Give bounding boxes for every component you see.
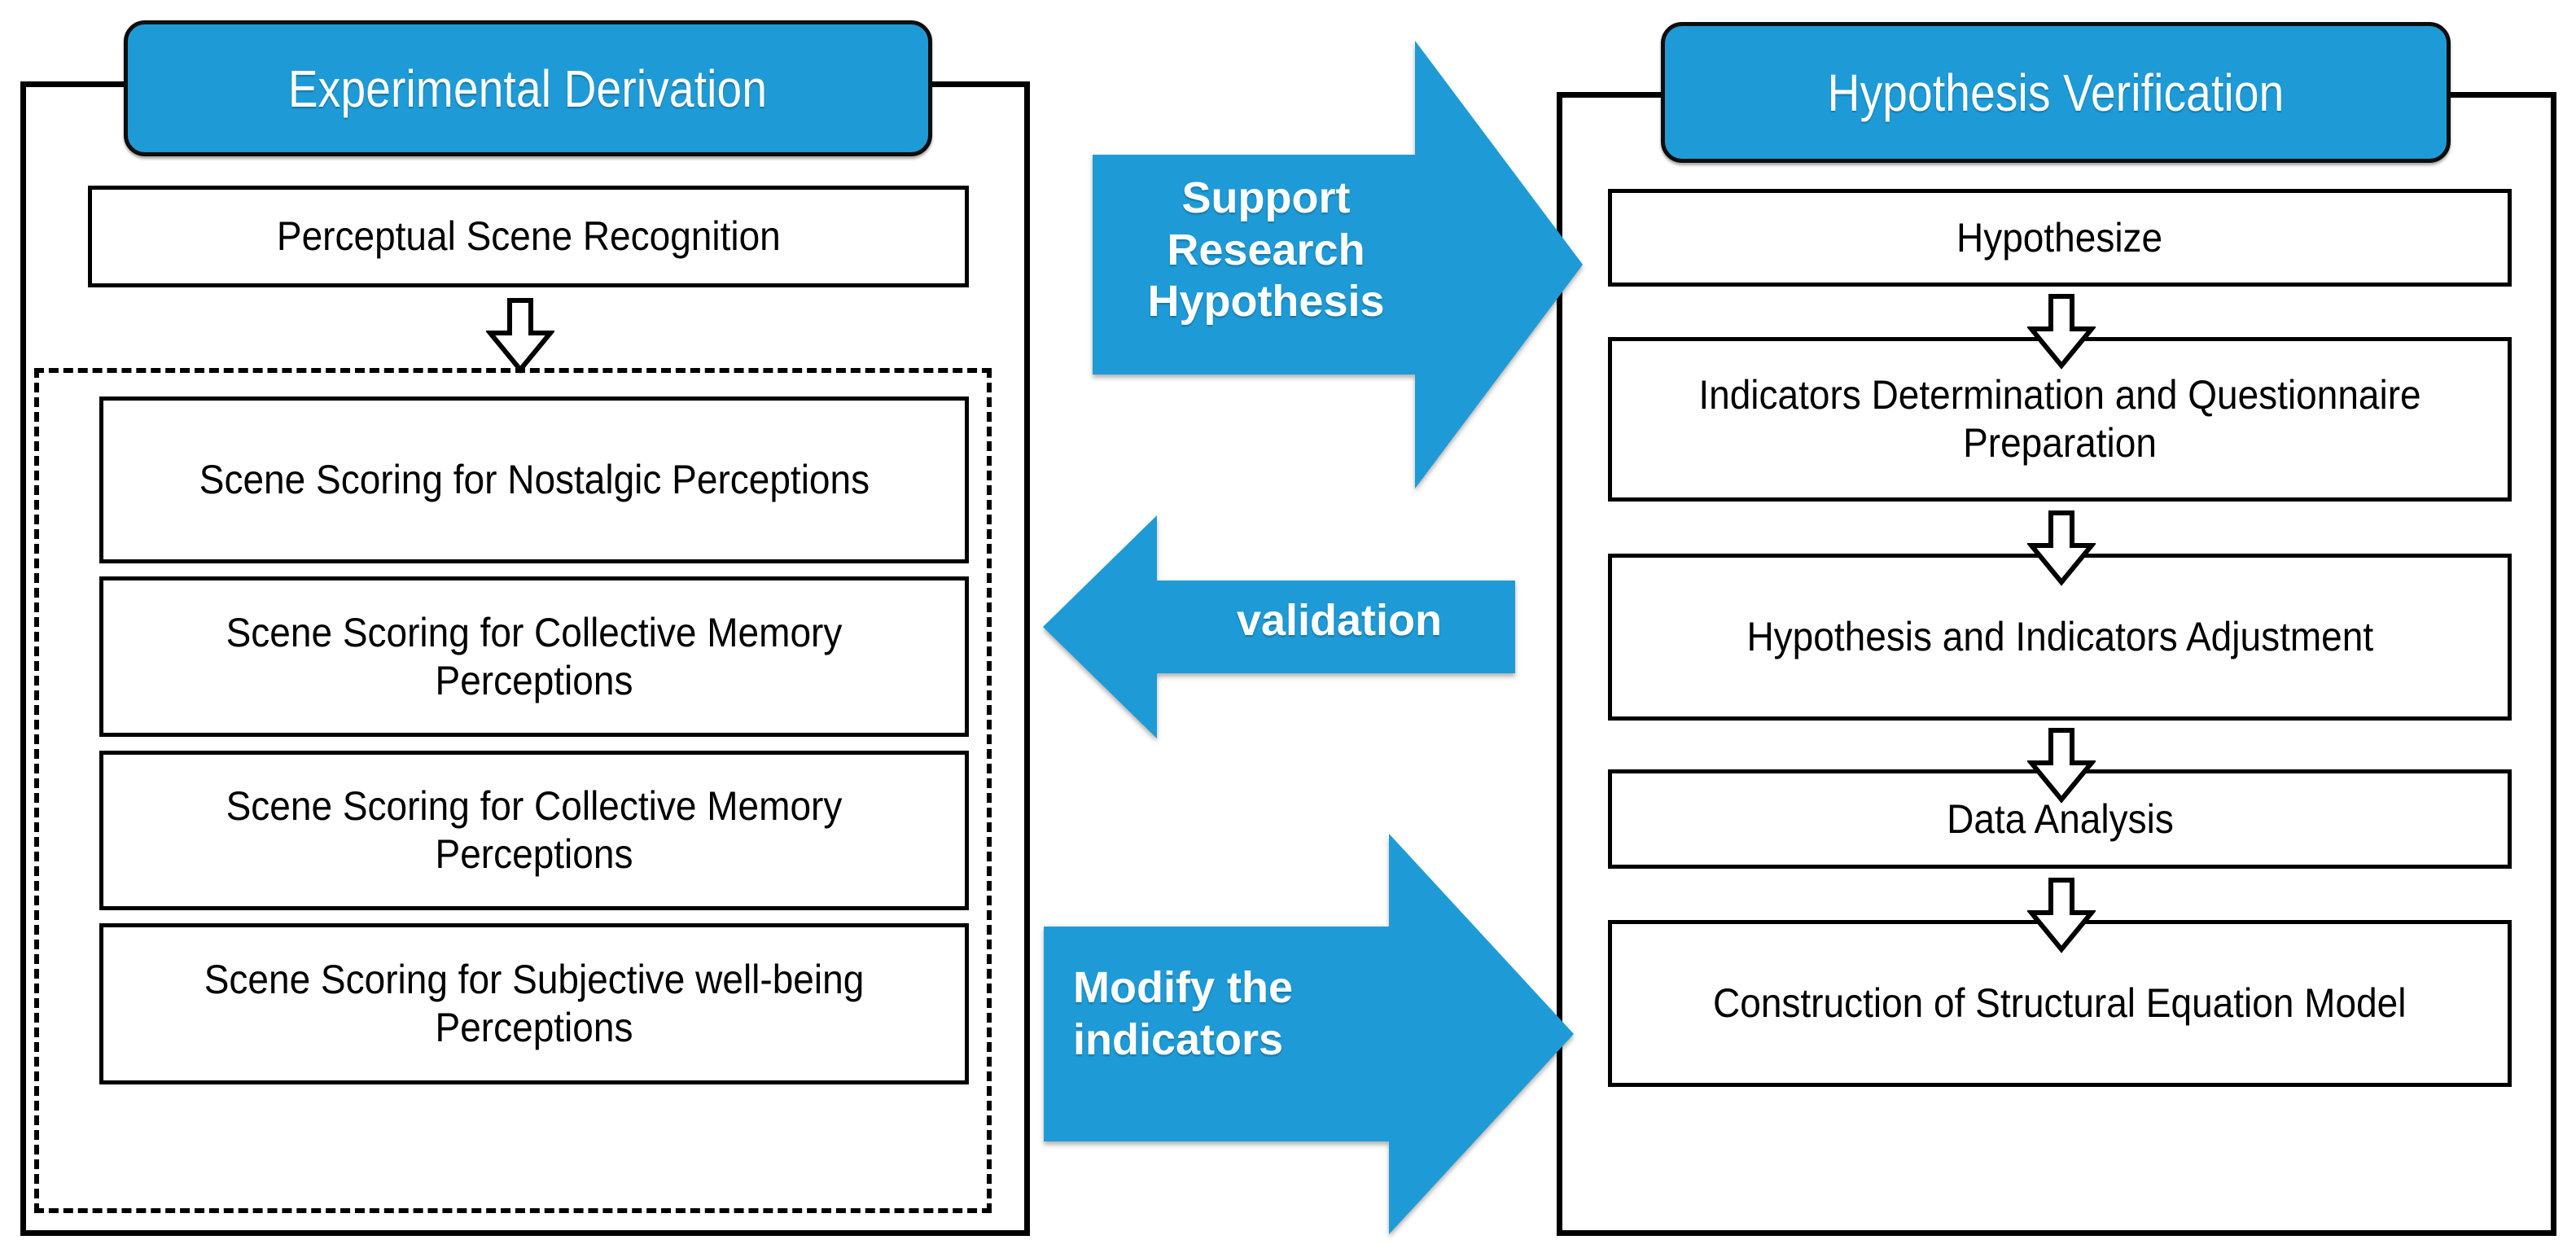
right-step-1-label: Indicators Determination and Questionnai…: [1698, 372, 2421, 466]
down-arrow-outline-icon: [2027, 293, 2096, 370]
connector-modify-the-indicators: Modify the indicators: [1040, 830, 1578, 1238]
scene-scoring-group-dashed-box: [34, 368, 992, 1213]
right-panel-title: Hypothesis Verification: [1827, 63, 2285, 122]
connector-support-label: Support Research Hypothesis: [1147, 173, 1385, 326]
left-step-3-label: Scene Scoring for Collective Memory Perc…: [226, 783, 843, 877]
connector-validation-label: validation: [1236, 596, 1443, 645]
right-step-4-label: Construction of Structural Equation Mode…: [1713, 980, 2407, 1026]
block-arrow-right-icon: [1093, 41, 1583, 488]
down-arrow-outline-icon: [2027, 510, 2096, 586]
left-step-4-label: Scene Scoring for Subjective well-being …: [204, 957, 865, 1050]
left-panel-title: Experimental Derivation: [288, 59, 768, 118]
left-step-perceptual-scene-recognition[interactable]: Perceptual Scene Recognition: [88, 186, 969, 287]
down-arrow-outline-icon: [2027, 727, 2096, 804]
left-panel-title-pill: Experimental Derivation: [124, 20, 932, 156]
right-step-3-label: Data Analysis: [1946, 795, 2174, 842]
right-step-0-label: Hypothesize: [1956, 214, 2163, 261]
down-arrow-outline-icon: [486, 297, 554, 374]
block-arrow-right-icon: [1044, 834, 1574, 1234]
right-step-2-label: Hypothesis and Indicators Adjustment: [1746, 614, 2373, 659]
block-arrow-left-icon: [1043, 515, 1515, 738]
left-step-scene-scoring-subjective-wellbeing[interactable]: Scene Scoring for Subjective well-being …: [99, 923, 969, 1084]
left-step-scene-scoring-collective-memory-2[interactable]: Scene Scoring for Collective Memory Perc…: [99, 751, 969, 910]
connector-support-research-hypothesis: Support Research Hypothesis: [1089, 33, 1588, 497]
connector-validation: validation: [1038, 509, 1518, 745]
right-panel-title-pill: Hypothesis Verification: [1661, 22, 2451, 163]
left-step-1-label: Scene Scoring for Nostalgic Perceptions: [199, 457, 870, 502]
left-step-0-label: Perceptual Scene Recognition: [276, 213, 781, 259]
left-step-scene-scoring-nostalgic[interactable]: Scene Scoring for Nostalgic Perceptions: [99, 396, 969, 563]
left-step-scene-scoring-collective-memory-1[interactable]: Scene Scoring for Collective Memory Perc…: [99, 576, 969, 737]
connector-modify-label: Modify the indicators: [1073, 963, 1293, 1064]
right-step-hypothesize[interactable]: Hypothesize: [1608, 189, 2512, 287]
down-arrow-outline-icon: [2027, 877, 2096, 953]
left-step-2-label: Scene Scoring for Collective Memory Perc…: [226, 609, 843, 703]
